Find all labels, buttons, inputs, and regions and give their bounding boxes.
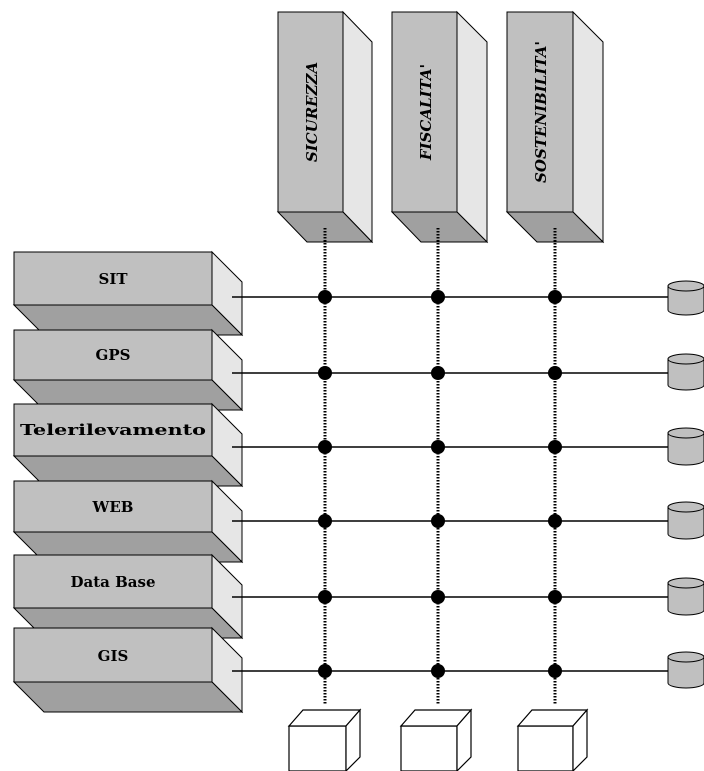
node bbox=[431, 664, 445, 678]
column-block-sicurezza: SICUREZZA bbox=[276, 10, 374, 244]
node bbox=[431, 366, 445, 380]
node bbox=[318, 290, 332, 304]
column-label-sostenibilita: SOSTENIBILITA' bbox=[532, 41, 550, 183]
column-block-face bbox=[391, 11, 458, 213]
cube-icon bbox=[399, 708, 473, 771]
database-cylinder-icon bbox=[667, 651, 704, 689]
database-cylinder-icon bbox=[667, 280, 704, 316]
node bbox=[548, 664, 562, 678]
row-block-face bbox=[13, 480, 213, 533]
node bbox=[431, 590, 445, 604]
output-cubes bbox=[287, 708, 589, 771]
row-block-gps: GPS bbox=[12, 328, 244, 412]
node bbox=[548, 366, 562, 380]
row-block-face bbox=[13, 251, 213, 306]
column-block-face bbox=[506, 11, 574, 213]
row-block-face bbox=[13, 627, 213, 683]
column-label-sicurezza: SICUREZZA bbox=[303, 62, 321, 162]
row-block-database: Data Base bbox=[12, 553, 244, 640]
row-block-gis: GIS bbox=[12, 626, 244, 714]
row-block-face bbox=[13, 554, 213, 609]
database-cylinder-icon bbox=[667, 427, 704, 466]
row-block-telerilevamento: Telerilevamento bbox=[12, 402, 244, 488]
cube-icon bbox=[287, 708, 362, 771]
intersection-nodes bbox=[318, 290, 562, 678]
node bbox=[548, 290, 562, 304]
database-cylinder-icon bbox=[667, 501, 704, 540]
node bbox=[431, 514, 445, 528]
column-block-face bbox=[277, 11, 344, 213]
row-label-web: WEB bbox=[92, 498, 134, 516]
row-label-telerilevamento: Telerilevamento bbox=[20, 421, 206, 439]
row-block-face bbox=[13, 329, 213, 381]
node bbox=[431, 290, 445, 304]
column-block-sostenibilita: SOSTENIBILITA' bbox=[505, 10, 605, 244]
row-block-face bbox=[13, 403, 213, 457]
cube-icon bbox=[516, 708, 589, 771]
node bbox=[318, 440, 332, 454]
column-block-side bbox=[572, 10, 604, 244]
column-block-side bbox=[456, 10, 488, 244]
row-block-web: WEB bbox=[12, 479, 244, 564]
node bbox=[431, 440, 445, 454]
node bbox=[318, 664, 332, 678]
node bbox=[548, 440, 562, 454]
node bbox=[318, 590, 332, 604]
node bbox=[318, 366, 332, 380]
database-cylinder-icon bbox=[667, 577, 704, 616]
row-label-sit: SIT bbox=[98, 270, 128, 288]
node bbox=[548, 514, 562, 528]
row-block-sit: SIT bbox=[12, 250, 244, 337]
horizontal-connectors bbox=[232, 296, 668, 672]
row-label-gps: GPS bbox=[96, 346, 131, 364]
row-label-database: Data Base bbox=[71, 573, 156, 591]
row-label-gis: GIS bbox=[98, 647, 129, 665]
database-cylinder-icon bbox=[667, 353, 704, 391]
vertical-connectors bbox=[323, 228, 557, 705]
column-block-fiscalita: FISCALITA' bbox=[390, 10, 489, 244]
column-label-fiscalita: FISCALITA' bbox=[417, 64, 435, 161]
database-cylinders bbox=[667, 280, 704, 689]
node bbox=[548, 590, 562, 604]
column-block-side bbox=[342, 10, 373, 244]
row-block-bottom bbox=[12, 681, 244, 713]
node bbox=[318, 514, 332, 528]
